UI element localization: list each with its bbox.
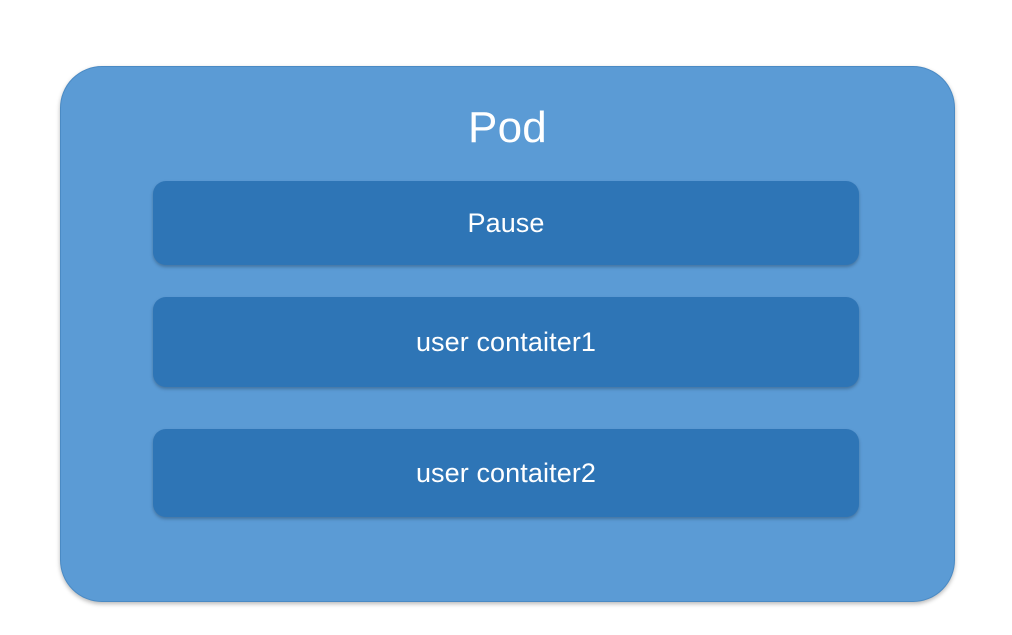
container-box-user-container2: user contaiter2 [153, 429, 859, 517]
container-label-pause: Pause [467, 208, 545, 238]
container-label-user-container1: user contaiter1 [415, 327, 597, 357]
pod-container: Pod Pause user contaiter1 user contaiter… [60, 66, 955, 602]
container-box-user-container1: user contaiter1 [153, 297, 859, 387]
container-label-user-container2: user contaiter2 [415, 458, 597, 488]
container-box-pause: Pause [153, 181, 859, 265]
pod-title-label: Pod [468, 103, 547, 152]
